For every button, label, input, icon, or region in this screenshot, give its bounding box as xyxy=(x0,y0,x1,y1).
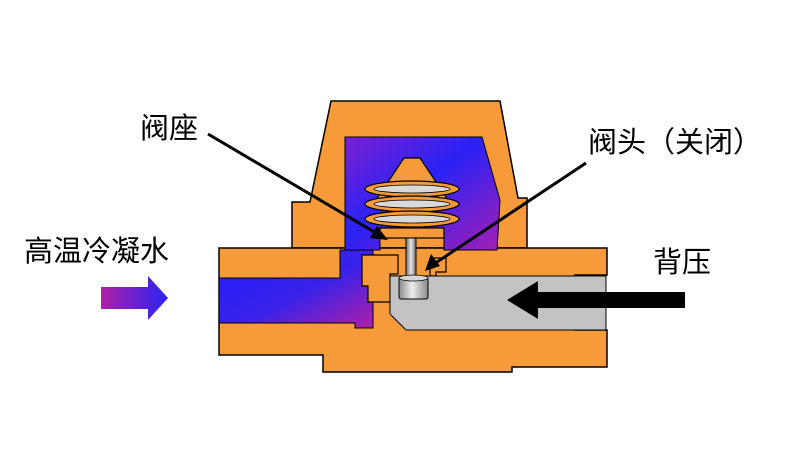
capsule-element-1-inner xyxy=(373,184,451,194)
label-condensate: 高温冷凝水 xyxy=(24,234,169,268)
capsule-element-3-inner xyxy=(373,214,451,224)
valve-stem xyxy=(405,237,417,279)
inlet-channel xyxy=(218,249,374,329)
capsule-plate xyxy=(379,227,445,239)
label-valve-head: 阀头（关闭） xyxy=(588,125,762,159)
flow-arrow-icon xyxy=(101,276,168,320)
thermal-capsule xyxy=(364,157,460,239)
pressure-arrow-icon xyxy=(507,281,685,319)
valve-plug-top xyxy=(398,274,429,282)
label-valve-seat: 阀座 xyxy=(140,111,198,145)
capsule-element-2-inner xyxy=(373,199,451,209)
label-back-pressure: 背压 xyxy=(653,245,711,279)
pointer-valve-head xyxy=(425,161,587,271)
pointer-valve-seat xyxy=(207,132,388,240)
back-pressure-region xyxy=(389,275,607,331)
